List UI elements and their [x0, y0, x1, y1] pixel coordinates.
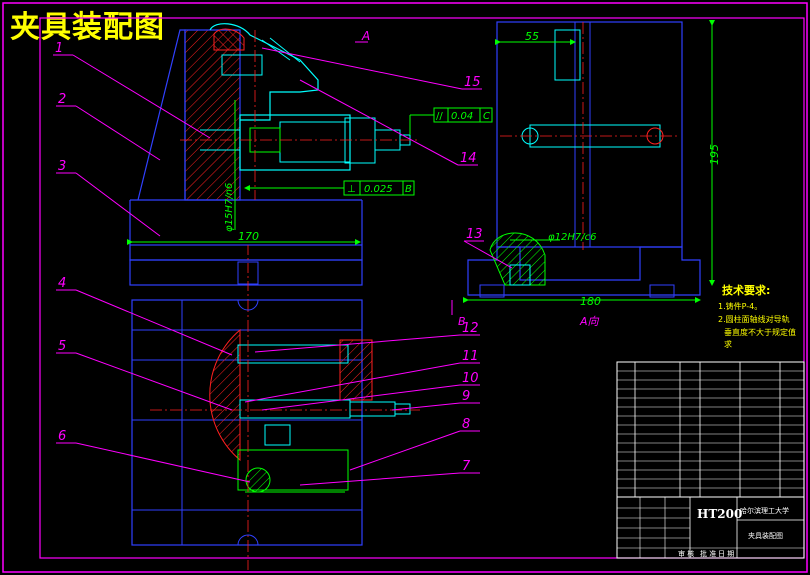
leader-line-8 — [349, 430, 461, 471]
tol2-value: 0.025 — [364, 184, 393, 195]
dim-height-right: 195 — [708, 144, 721, 165]
tol1-symbol: // — [436, 111, 443, 122]
leader-line-1 — [72, 54, 211, 139]
part-label-15: 15 — [464, 75, 481, 90]
view-marker-a: A — [361, 29, 370, 43]
part-label-11: 11 — [462, 349, 479, 364]
tb-bottom-1: 审 核 — [678, 549, 694, 558]
leader-line-2 — [75, 105, 161, 161]
top-view — [131, 299, 420, 570]
leader-line-7 — [299, 472, 461, 486]
leader-line-11 — [244, 362, 461, 403]
inner-border — [39, 17, 805, 559]
leader-line-4 — [75, 289, 233, 356]
dim-width-bottom-right: 180 — [580, 295, 601, 308]
section-marker-b: B — [458, 315, 466, 328]
leader-line-3 — [75, 172, 161, 237]
part-label-5: 5 — [58, 339, 66, 354]
part-label-8: 8 — [462, 417, 470, 432]
side-view — [467, 21, 701, 298]
part-label-12: 12 — [462, 321, 479, 336]
dim-width-top: 170 — [238, 230, 259, 243]
leader-line-9 — [391, 402, 461, 411]
tb-school: 哈尔滨理工大学 — [740, 506, 789, 515]
dim-width-right: 55 — [525, 30, 539, 43]
title-block: HT200 哈尔滨理工大学 夹具装配图 审 核 批 准 日 期 — [616, 496, 805, 559]
leader-line-6 — [75, 442, 251, 483]
tb-bottom-2: 批 准 — [700, 549, 716, 558]
tech-item-1: 1.铸件P-4。 — [718, 301, 762, 311]
dim-dia-pin: φ12H7/c6 — [548, 232, 596, 243]
leader-lines — [53, 47, 513, 486]
tol1-value: 0.04 — [451, 111, 473, 122]
leader-line-10 — [261, 384, 461, 411]
part-label-10: 10 — [462, 371, 479, 386]
leader-line-5 — [75, 352, 233, 411]
leader-line-12 — [254, 334, 461, 353]
part-label-7: 7 — [462, 459, 471, 474]
part-label-6: 6 — [58, 429, 66, 444]
part-label-14: 14 — [460, 151, 477, 166]
parts-list-table — [616, 361, 805, 498]
tb-drawing-name: 夹具装配图 — [748, 531, 783, 540]
dimensions: 170 φ15H7/n6 55 195 φ12H7/c6 180 — [127, 20, 721, 308]
part-label-4: 4 — [58, 276, 66, 291]
part-label-13: 13 — [466, 227, 483, 242]
tech-item-2: 2.圆柱面轴线对导轨 — [718, 314, 790, 324]
tolerance-frames: // 0.04 C ⊥ 0.025 B — [244, 107, 493, 196]
part-label-2: 2 — [58, 92, 66, 107]
leader-line-14 — [299, 79, 459, 166]
leader-line-13 — [463, 240, 513, 269]
tb-bottom-3: 日 期 — [718, 550, 734, 558]
tol2-datum: B — [405, 184, 412, 195]
tb-material: HT200 — [697, 507, 742, 521]
technical-requirements: 技术要求: 1.铸件P-4。 2.圆柱面轴线对导轨 垂直度不大于规定值 求 — [718, 283, 796, 349]
tech-heading: 技术要求: — [722, 283, 770, 297]
part-label-3: 3 — [58, 159, 66, 174]
dim-dia-vertical: φ15H7/n6 — [224, 183, 235, 232]
tech-item-3: 垂直度不大于规定值 — [724, 327, 796, 337]
leader-line-15 — [261, 47, 463, 90]
front-view — [129, 23, 420, 300]
drawing-title: 夹具装配图 — [10, 10, 165, 45]
part-label-9: 9 — [462, 389, 470, 404]
tech-item-4: 求 — [724, 339, 732, 349]
part-label-1: 1 — [55, 41, 63, 56]
tol2-symbol: ⊥ — [347, 184, 356, 195]
view-a-label: A向 — [579, 315, 600, 328]
tol1-datum: C — [483, 111, 490, 122]
view-markers: A A向 B — [355, 29, 600, 328]
